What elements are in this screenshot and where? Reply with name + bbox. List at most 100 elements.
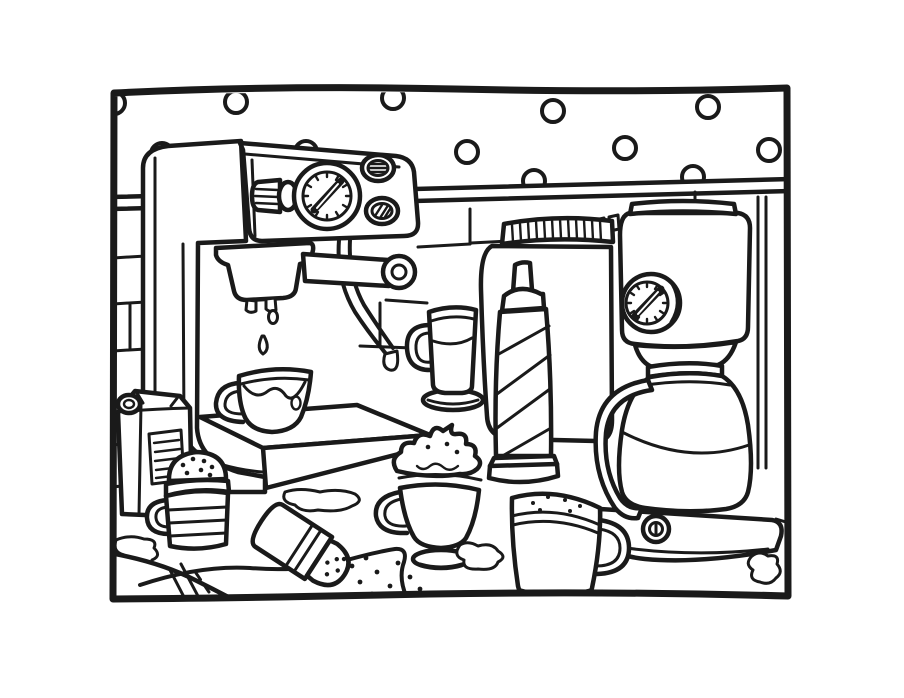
bottle-tip	[510, 260, 535, 295]
carton-cap-inner	[122, 398, 136, 410]
brick-line	[115, 347, 148, 353]
picture-frame-border	[109, 84, 792, 603]
espresso-machine	[140, 138, 421, 495]
cup-rim-line	[399, 482, 481, 492]
brick-line	[115, 300, 148, 306]
bottle-foot-ring	[486, 461, 561, 485]
brick-line	[358, 344, 414, 350]
cream-sprinkles	[425, 441, 460, 455]
mug-handle-inner	[414, 331, 433, 364]
bag-crimp-strip	[499, 215, 616, 247]
foot-rim	[418, 562, 464, 569]
cup-body	[236, 367, 314, 435]
coffee-fill-line	[620, 430, 751, 455]
carton-cap	[115, 392, 143, 416]
shaker-stripes	[166, 505, 229, 538]
cup-handle-inner	[383, 497, 408, 528]
wall-dot	[540, 98, 566, 124]
portafilter-handle	[300, 251, 392, 289]
carafe	[593, 360, 754, 521]
tipped-body	[250, 501, 335, 582]
mug-handle-inner	[594, 527, 622, 568]
wall-dot	[115, 90, 127, 116]
tipped-holes	[324, 556, 347, 577]
syrup-bottle	[486, 260, 561, 485]
portafilter	[300, 251, 418, 291]
brick-line	[416, 242, 472, 249]
puddle	[282, 488, 361, 513]
coffee-drip	[257, 334, 269, 356]
carafe-handle	[593, 377, 655, 521]
mug-handle	[594, 517, 632, 577]
counter-edge	[774, 517, 786, 525]
knob-ridges	[253, 187, 280, 206]
towel-stitch	[194, 571, 215, 596]
gauge-ticks	[301, 170, 353, 222]
cup-body	[397, 482, 482, 551]
wall-dot	[454, 139, 480, 165]
mug-rim-line	[511, 519, 600, 535]
wand-tip	[382, 349, 400, 372]
group-head	[213, 240, 316, 356]
bottle-stripes	[495, 324, 553, 460]
saucer-rim	[426, 398, 480, 406]
tipped-band	[292, 528, 323, 574]
foam-speckles	[531, 495, 582, 513]
cup-handle-inner	[223, 389, 245, 416]
carafe-body	[616, 370, 754, 514]
steam-knob	[249, 177, 300, 215]
wall-dot	[380, 90, 406, 111]
shaker-handle-inner	[154, 505, 171, 529]
espresso-gauge	[291, 160, 363, 232]
wall-dot	[756, 137, 782, 163]
cup-rim-line	[239, 376, 311, 386]
sugar-spill	[138, 546, 409, 596]
coffee-drip	[267, 309, 279, 325]
coffee-level	[431, 336, 474, 346]
cream-squiggle	[415, 462, 460, 471]
glass-mug	[404, 305, 486, 413]
tipped-shaker	[250, 501, 351, 588]
gauge-needle-highlight	[637, 291, 659, 315]
coffee-maker	[593, 198, 784, 563]
gauge-ticks	[626, 282, 668, 324]
bottle-cap	[499, 286, 547, 314]
shaker-holes	[180, 456, 215, 478]
whipped-cream	[391, 422, 483, 479]
brick-line	[115, 254, 148, 260]
handle-end-dot	[390, 263, 408, 281]
mug-handle	[404, 322, 435, 373]
gauge-needle-highlight	[316, 183, 339, 209]
button-bottom-stripes	[373, 203, 392, 220]
group-head-bowl	[213, 240, 316, 303]
puddle	[746, 551, 782, 585]
cup-handle	[373, 489, 410, 536]
mug-body	[509, 491, 603, 596]
cup-rim-line	[397, 472, 483, 482]
mug-body	[426, 305, 479, 396]
sugar-mound	[138, 546, 409, 596]
sugar-shaker	[144, 449, 232, 551]
carton-crease	[137, 402, 143, 517]
coffee-maker-gauge	[619, 271, 683, 335]
filter-basket	[632, 339, 739, 370]
wall-dot	[223, 90, 249, 115]
shaker-dome	[166, 449, 229, 484]
puddle	[455, 541, 505, 571]
brick-line	[384, 298, 429, 305]
wall-dot	[612, 135, 638, 161]
mug-rim-line	[429, 315, 476, 323]
spout	[244, 298, 258, 314]
tank-lid	[627, 198, 739, 217]
tipped-band	[284, 522, 315, 568]
gable-crease	[169, 395, 180, 408]
wall-dot	[695, 94, 721, 120]
mug-rim-line	[510, 510, 602, 527]
gauge-depth-arc	[669, 282, 679, 324]
machine-buttons	[359, 152, 401, 227]
sugar-grains	[349, 555, 423, 596]
espresso-bubble	[290, 395, 302, 411]
